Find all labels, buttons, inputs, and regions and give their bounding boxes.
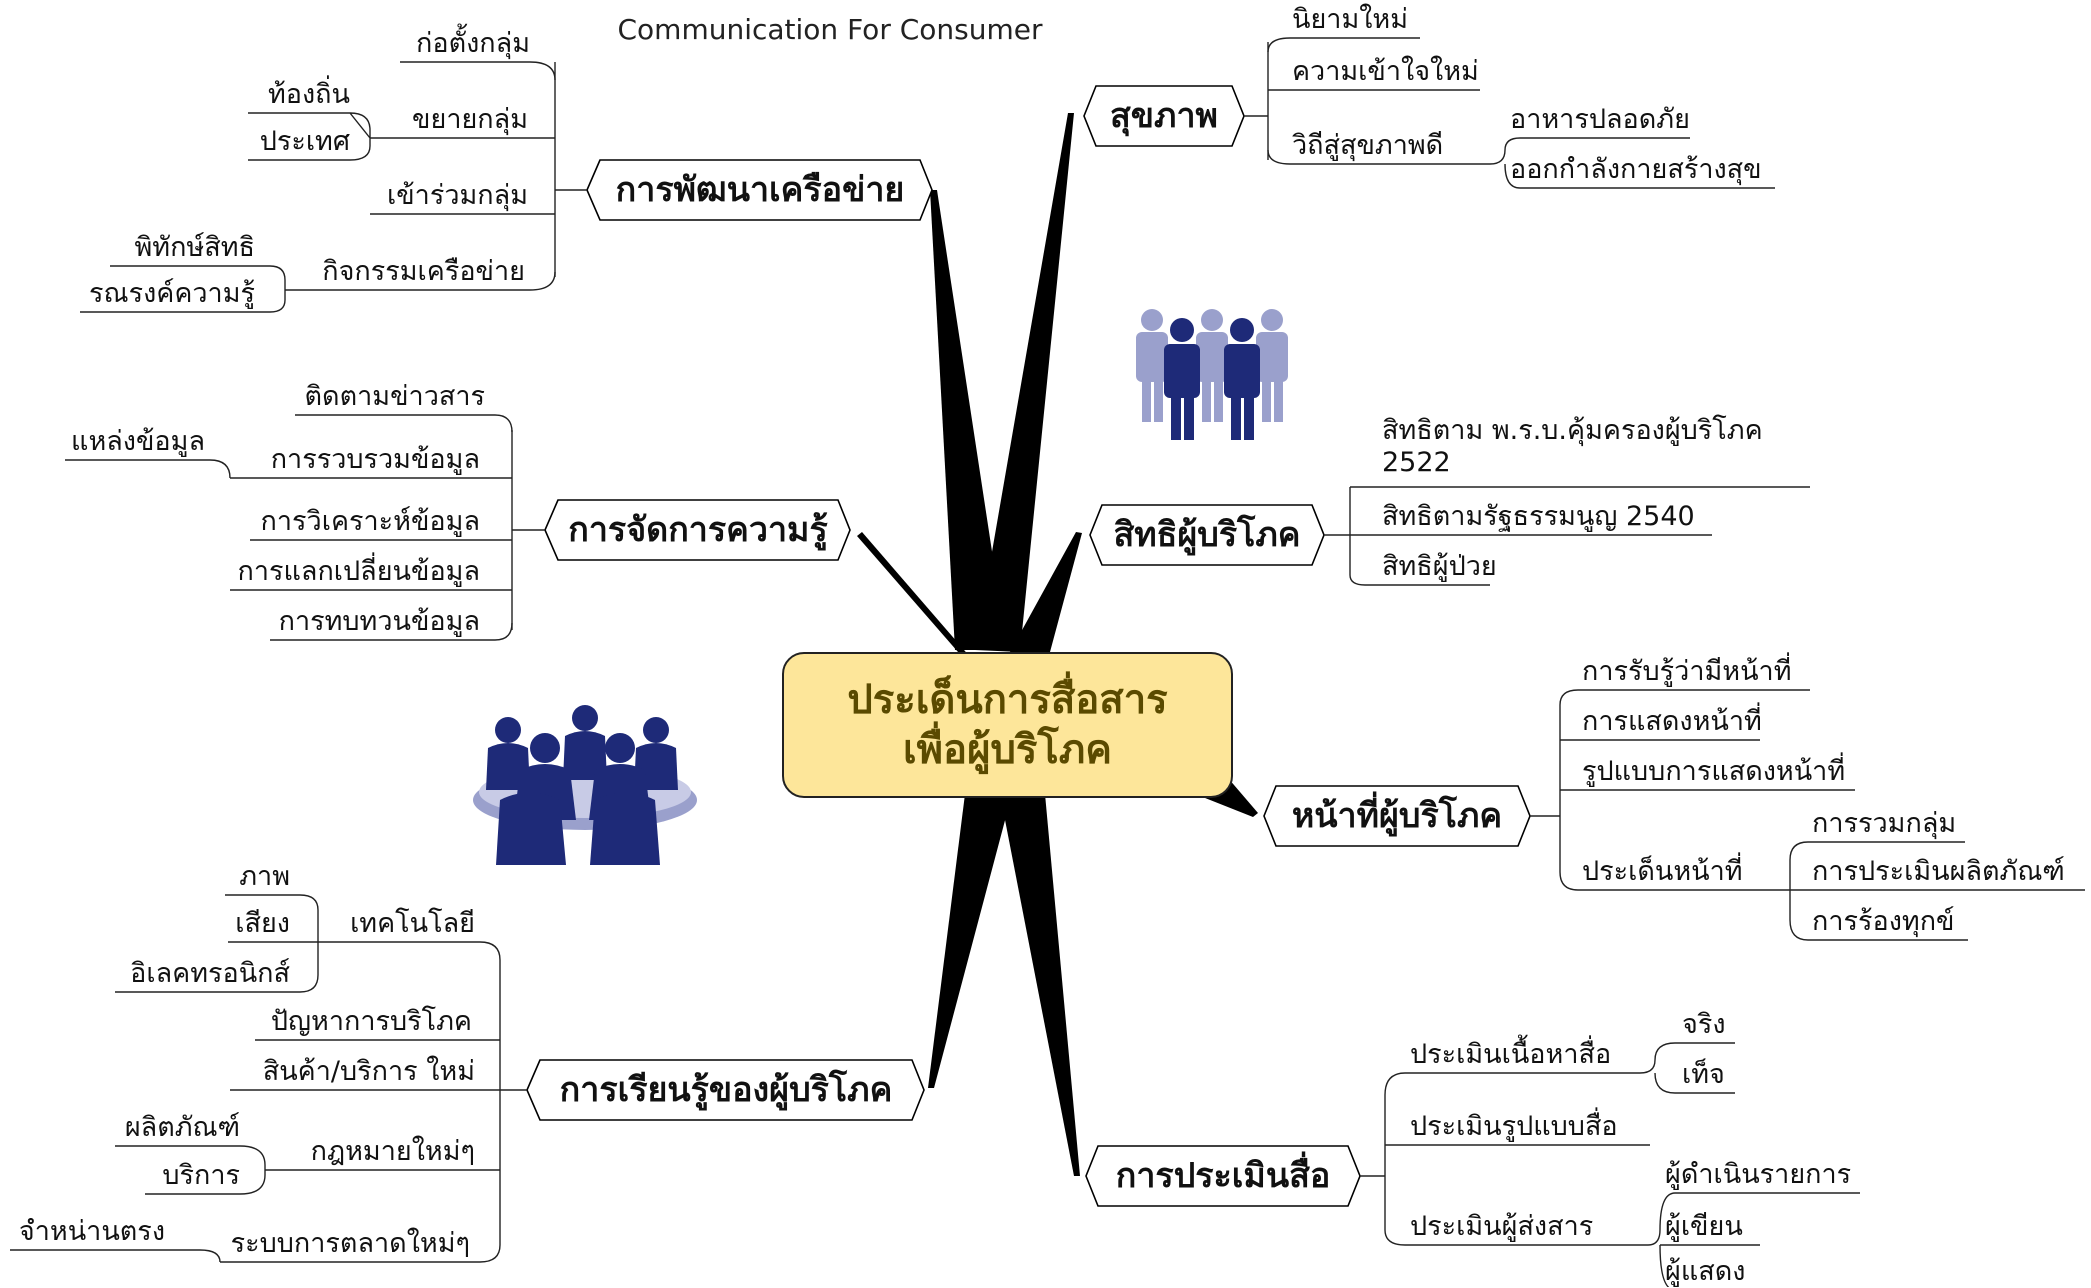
knowledge-item-track: ติดตามข่าวสาร xyxy=(304,381,485,412)
duty-item-issue: ประเด็นหน้าที่ xyxy=(1582,856,1743,887)
media-sub-actor: ผู้แสดง xyxy=(1665,1256,1746,1287)
central-topic: ประเด็นการสื่อสาร เพื่อผู้บริโภค xyxy=(782,652,1233,798)
learning-sub-direct: จำหน่านตรง xyxy=(18,1216,165,1247)
network-sub-expand xyxy=(248,112,371,161)
network-leaf-lines xyxy=(310,61,556,291)
branch-knowledge: การจัดการความรู้ xyxy=(568,510,828,550)
node-shape-duty xyxy=(1263,785,1531,847)
knowledge-sub-source: แหล่งข้อมูล xyxy=(71,426,205,457)
people-back xyxy=(1136,309,1288,422)
network-item-expand: ขยายกลุ่ม xyxy=(412,104,528,135)
knowledge-item-exchange: การแลกเปลี่ยนข้อมูล xyxy=(237,556,480,587)
branch-duty: หน้าที่ผู้บริโภค xyxy=(1291,796,1503,836)
learning-sub-market xyxy=(10,1249,221,1263)
learning-sub-tech xyxy=(115,894,345,993)
node-shape-media xyxy=(1085,1145,1361,1207)
leaf-lines xyxy=(10,37,2085,1287)
learning-item-law: กฎหมายใหม่ๆ xyxy=(310,1136,475,1167)
media-item-sender: ประเมินผู้ส่งสาร xyxy=(1410,1211,1594,1242)
people-group-icon xyxy=(1136,309,1288,440)
media-sub-false: เท็จ xyxy=(1682,1059,1725,1090)
media-item-format: ประเมินรูปแบบสื่อ xyxy=(1410,1111,1618,1142)
meeting-table-icon xyxy=(473,705,697,865)
rights-leaf-lines xyxy=(1349,486,1810,586)
knowledge-sub-collect xyxy=(65,459,231,479)
node-shape-rights xyxy=(1089,504,1325,566)
spoke-network xyxy=(930,190,1007,650)
learning-sub-product: ผลิตภัณฑ์ xyxy=(124,1112,240,1143)
duty-leaf-lines xyxy=(1559,689,1855,891)
learning-sub-service: บริการ xyxy=(162,1160,240,1191)
spoke-knowledge xyxy=(857,532,990,680)
rights-item-act: สิทธิตาม พ.ร.บ.คุ้มครองผู้บริโภค 2522 xyxy=(1382,415,1763,478)
learning-sub-law xyxy=(115,1145,266,1195)
learning-item-problem: ปัญหาการบริโภค xyxy=(270,1006,472,1037)
media-sub-sender xyxy=(1640,1192,1860,1287)
learning-item-tech: เทคโนโลยี xyxy=(350,908,475,939)
media-sub-true: จริง xyxy=(1682,1009,1726,1040)
network-item-activity: กิจกรรมเครือข่าย xyxy=(322,256,525,287)
learning-sub-sound: เสียง xyxy=(235,908,290,939)
spokes xyxy=(857,113,1258,1176)
network-sub-country: ประเทศ xyxy=(259,126,350,157)
media-leaf-lines xyxy=(1384,1072,1650,1246)
health-sub-way xyxy=(1485,137,1775,189)
duty-item-aware: การรับรู้ว่ามีหน้าที่ xyxy=(1582,656,1792,687)
spoke-media xyxy=(1000,794,1080,1176)
duty-item-show: การแสดงหน้าที่ xyxy=(1582,706,1762,737)
learning-sub-image: ภาพ xyxy=(239,861,290,892)
knowledge-item-analyze: การวิเคราะห์ข้อมูล xyxy=(260,506,480,537)
knowledge-item-review: การทบทวนข้อมูล xyxy=(278,606,480,637)
media-sub-content xyxy=(1630,1042,1735,1094)
spoke-health xyxy=(975,113,1074,652)
learning-item-product: สินค้า/บริการ ใหม่ xyxy=(262,1056,475,1087)
health-item-understand: ความเข้าใจใหม่ xyxy=(1292,56,1479,87)
rights-item-constitution: สิทธิตามรัฐธรรมนูญ 2540 xyxy=(1382,501,1695,532)
duty-sub-group: การรวมกลุ่ม xyxy=(1812,808,1957,839)
central-topic-line2: เพื่อผู้บริโภค xyxy=(903,727,1112,773)
spoke-learning xyxy=(928,794,1012,1088)
branch-learning: การเรียนรู้ของผู้บริโภค xyxy=(559,1070,893,1110)
spoke-rights xyxy=(1010,532,1082,652)
central-topic-line1: ประเด็นการสื่อสาร xyxy=(847,677,1168,723)
knowledge-item-collect: การรวบรวมข้อมูล xyxy=(270,444,480,475)
duty-sub-issue xyxy=(1789,841,2085,941)
learning-item-market: ระบบการตลาดใหม่ๆ xyxy=(230,1228,470,1259)
node-shape-health xyxy=(1083,85,1245,147)
media-sub-host: ผู้ดำเนินรายการ xyxy=(1665,1159,1852,1190)
media-item-content: ประเมินเนื้อหาสื่อ xyxy=(1410,1039,1612,1070)
learning-sub-electronic: อิเลคทรอนิกส์ xyxy=(130,958,290,989)
network-sub-campaign: รณรงค์ความรู้ xyxy=(89,278,255,309)
branch-media: การประเมินสื่อ xyxy=(1115,1156,1331,1196)
health-sub-exercise: ออกกำลังกายสร้างสุข xyxy=(1510,154,1762,185)
duty-sub-evaluate: การประเมินผลิตภัณฑ์ xyxy=(1812,856,2065,887)
page-title: Communication For Consumer xyxy=(617,13,1043,46)
branch-network: การพัฒนาเครือข่าย xyxy=(615,170,905,210)
rights-item-patient: สิทธิผู้ป่วย xyxy=(1382,551,1497,582)
learning-leaf-lines xyxy=(220,941,501,1263)
network-sub-protect: พิทักษ์สิทธิ xyxy=(134,232,256,263)
network-item-found: ก่อตั้งกลุ่ม xyxy=(416,28,530,59)
health-leaf-lines xyxy=(1267,37,1485,165)
duty-item-form: รูปแบบการแสดงหน้าที่ xyxy=(1582,756,1846,787)
branch-health: สุขภาพ xyxy=(1110,96,1218,136)
health-item-define: นิยามใหม่ xyxy=(1292,4,1409,35)
branch-rights: สิทธิผู้บริโภค xyxy=(1113,515,1301,555)
duty-sub-complain: การร้องทุกข์ xyxy=(1812,906,1955,937)
health-sub-food: อาหารปลอดภัย xyxy=(1510,104,1690,135)
network-item-join: เข้าร่วมกลุ่ม xyxy=(387,180,528,211)
people-front xyxy=(1164,318,1260,440)
network-sub-local: ท้องถิ่น xyxy=(267,79,350,110)
knowledge-leaf-lines xyxy=(230,414,513,641)
media-sub-writer: ผู้เขียน xyxy=(1665,1211,1743,1242)
health-item-way: วิถีสู่สุขภาพดี xyxy=(1292,130,1444,161)
